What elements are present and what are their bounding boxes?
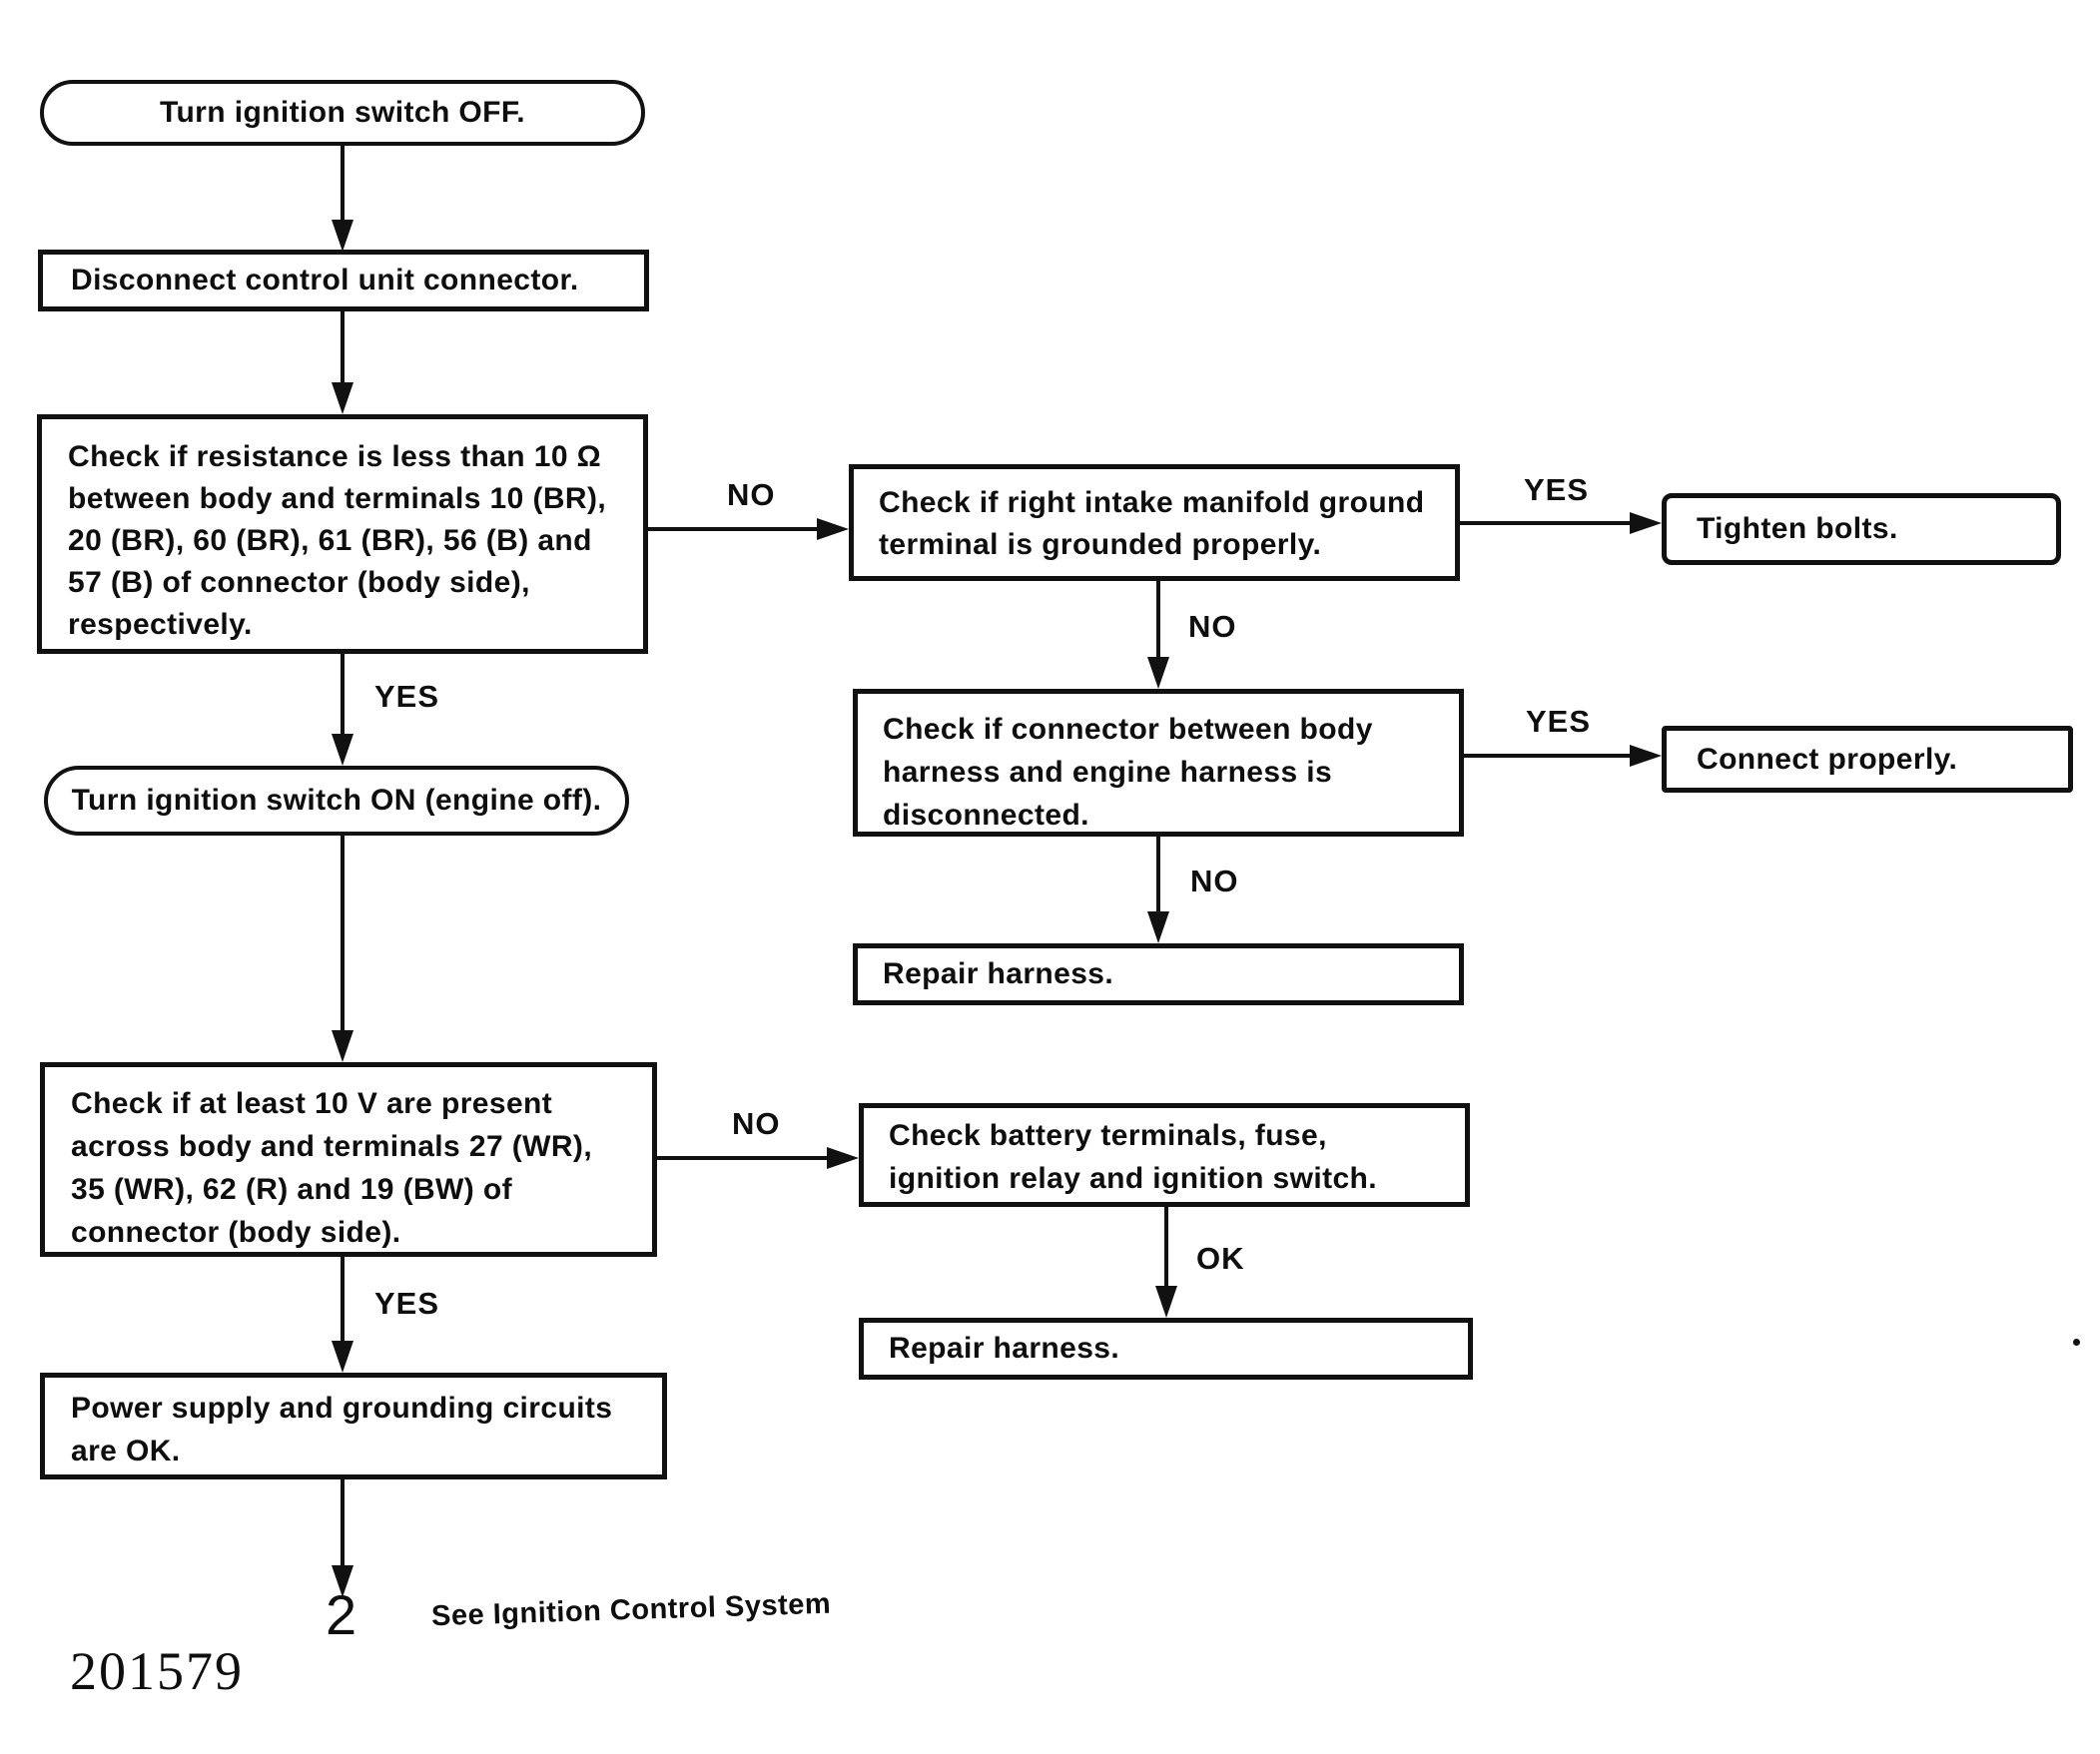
flow-node-resistance-check: Check if resistance is less than 10 Ω be… (37, 414, 648, 654)
flow-node-battery-check: Check battery terminals, fuse, ignition … (859, 1103, 1470, 1207)
scan-speck (2073, 1339, 2080, 1346)
arrowhead-down-icon (1147, 911, 1169, 943)
flow-node-voltage-check: Check if at least 10 V are present acros… (40, 1062, 657, 1257)
flow-node-turn-ignition-off: Turn ignition switch OFF. (40, 80, 645, 146)
flow-node-intake-ground-check: Check if right intake manifold ground te… (849, 464, 1460, 581)
edge-label-voltage-yes: YES (374, 1286, 440, 1321)
flow-node-harness-connector-check: Check if connector between body harness … (853, 689, 1464, 837)
arrow-start-to-disconnect (341, 146, 345, 222)
see-ignition-control-note: See Ignition Control System (430, 1587, 832, 1633)
arrow-voltage-no (657, 1156, 829, 1160)
off-page-connector-number: 2 (326, 1583, 357, 1646)
flow-node-repair-harness-2: Repair harness. (859, 1318, 1473, 1380)
arrow-power-ok-to-exit (341, 1479, 345, 1567)
flow-node-power-supply-ok: Power supply and grounding circuits are … (40, 1373, 667, 1479)
arrowhead-down-icon (332, 382, 353, 414)
arrowhead-down-icon (332, 734, 353, 766)
arrowhead-right-icon (827, 1147, 859, 1169)
flow-node-repair-harness-1: Repair harness. (853, 943, 1464, 1005)
arrow-harness-yes (1464, 754, 1632, 758)
arrowhead-down-icon (332, 1565, 353, 1597)
flow-node-turn-ignition-on: Turn ignition switch ON (engine off). (44, 766, 629, 836)
arrowhead-down-icon (1155, 1286, 1177, 1318)
edge-label-harness-yes: YES (1526, 704, 1592, 739)
edge-label-voltage-no: NO (732, 1106, 781, 1141)
arrowhead-right-icon (817, 518, 849, 540)
arrowhead-down-icon (332, 1341, 353, 1373)
arrowhead-right-icon (1630, 512, 1662, 534)
arrow-harness-no (1156, 837, 1160, 913)
arrow-resistance-yes (341, 654, 345, 736)
arrow-disconnect-to-resistance (341, 311, 345, 384)
flow-node-disconnect-connector: Disconnect control unit connector. (38, 250, 649, 311)
arrowhead-right-icon (1630, 745, 1662, 767)
edge-label-intake-no: NO (1188, 609, 1237, 644)
arrow-voltage-yes (341, 1257, 345, 1343)
edge-label-harness-no: NO (1190, 864, 1239, 898)
edge-label-resistance-no: NO (727, 477, 776, 512)
edge-label-resistance-yes: YES (374, 679, 440, 714)
arrow-battery-ok (1164, 1207, 1168, 1288)
arrowhead-down-icon (332, 1030, 353, 1062)
arrowhead-down-icon (1147, 657, 1169, 689)
flow-node-tighten-bolts: Tighten bolts. (1662, 493, 2061, 565)
arrowhead-down-icon (332, 220, 353, 252)
arrow-intake-yes (1460, 521, 1632, 525)
flow-node-connect-properly: Connect properly. (1662, 726, 2073, 793)
document-number: 201579 (70, 1641, 244, 1701)
arrow-resistance-no (648, 527, 821, 531)
edge-label-battery-ok: OK (1196, 1241, 1245, 1276)
arrow-ignition-on-to-voltage (341, 836, 345, 1032)
arrow-intake-no (1156, 581, 1160, 659)
edge-label-intake-yes: YES (1524, 472, 1590, 507)
